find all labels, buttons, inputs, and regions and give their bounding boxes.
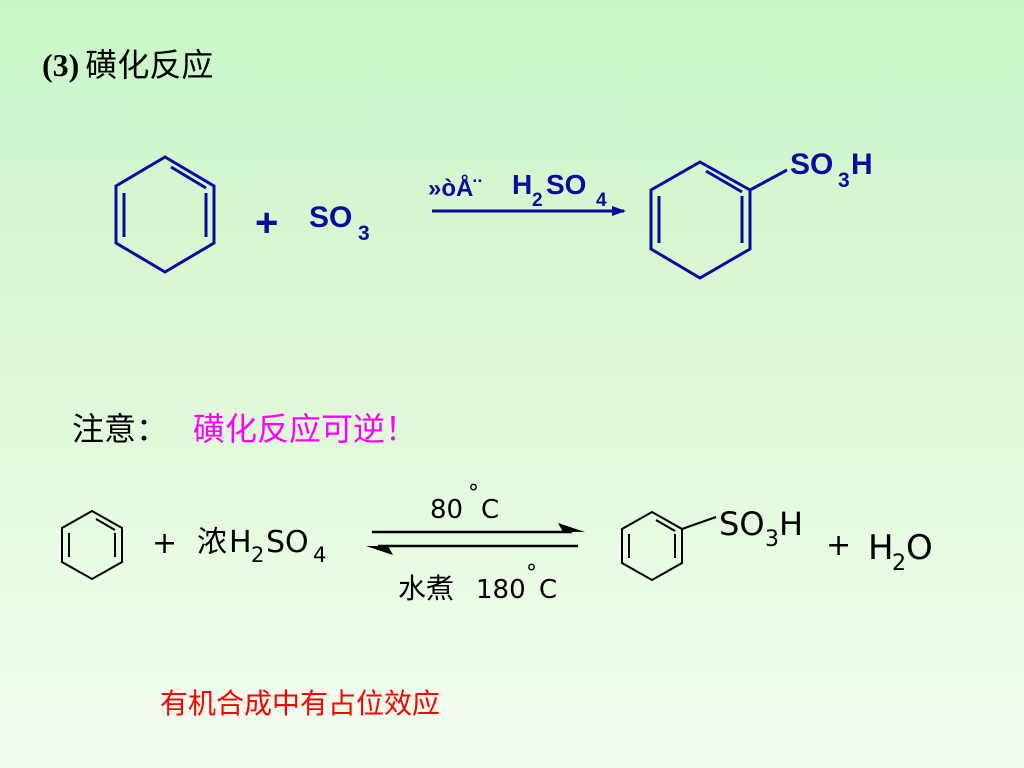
benzenesulfonic-acid-product [649, 160, 788, 280]
svg-text:3: 3 [838, 169, 850, 192]
equilibrium-arrows [366, 523, 585, 555]
svg-text:180: 180 [476, 575, 526, 605]
benzene-ring-reactant [114, 155, 216, 274]
so3h-group-2: SO 3 H [719, 505, 803, 552]
svg-text:2: 2 [532, 190, 543, 211]
benzene-ring-small-reactant [61, 509, 123, 581]
slide-title: (3)磺化反应 [42, 40, 213, 86]
svg-text:°: ° [468, 481, 479, 506]
svg-text:SO: SO [266, 525, 309, 560]
svg-text:SO: SO [309, 201, 352, 234]
svg-text:水煮: 水煮 [398, 572, 454, 605]
svg-text:C: C [539, 575, 557, 605]
svg-text:SO: SO [790, 148, 833, 181]
svg-text:4: 4 [596, 190, 607, 211]
conc-h2so4-reagent: 浓 H 2 SO 4 [197, 525, 326, 567]
plus-sign-2: + [152, 526, 177, 561]
plus-sign-1: + [255, 201, 278, 245]
arrow-label-1: »òÅ¨ H 2 SO 4 [428, 169, 607, 211]
svg-text:SO: SO [719, 505, 765, 543]
so3-reagent: SO 3 [309, 201, 370, 245]
svg-text:3: 3 [358, 222, 370, 245]
svg-text:H: H [851, 148, 873, 181]
svg-text:SO: SO [546, 169, 586, 200]
benzenesulfonic-acid-small-product [621, 510, 717, 582]
garbled-label: »òÅ¨ [428, 174, 481, 202]
svg-text:2: 2 [892, 551, 906, 576]
svg-text:2: 2 [251, 543, 264, 567]
forward-condition: 80 ° C [430, 481, 499, 525]
svg-text:C: C [481, 495, 499, 525]
svg-text:3: 3 [765, 527, 779, 552]
svg-text:4: 4 [313, 543, 326, 567]
title-text: 磺化反应 [85, 46, 214, 84]
plus-sign-3: + [826, 528, 851, 563]
svg-text:H: H [229, 525, 252, 560]
svg-text:浓: 浓 [197, 525, 227, 560]
reverse-condition: 水煮 180 ° C [398, 561, 557, 605]
note-text: 磺化反应可逆！ [193, 410, 418, 448]
svg-text:H: H [779, 505, 803, 543]
so3h-group-1: SO 3 H [790, 148, 873, 192]
svg-text:O: O [906, 528, 933, 568]
svg-text:H: H [512, 169, 532, 200]
note-label: 注意： [72, 410, 169, 448]
svg-text:°: ° [526, 561, 537, 586]
title-number: (3) [42, 47, 80, 83]
footer-note: 有机合成中有占位效应 [160, 687, 441, 720]
svg-text:H: H [868, 528, 894, 568]
svg-text:80: 80 [430, 495, 463, 525]
water-product: H 2 O [868, 528, 933, 576]
